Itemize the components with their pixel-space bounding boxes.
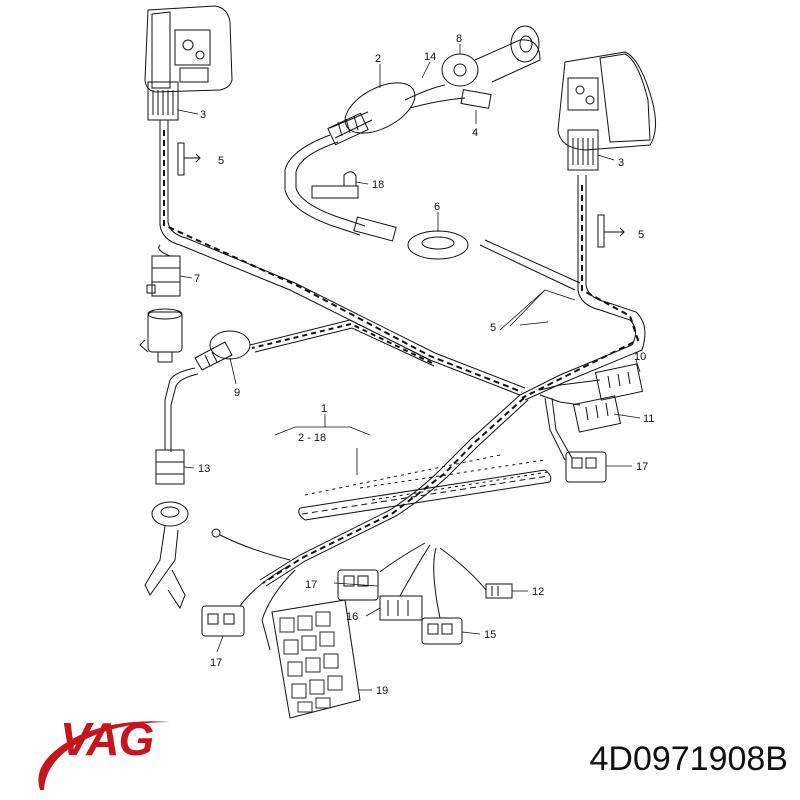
callout-17-right: 17 (636, 461, 648, 473)
callout-5-right: 5 (638, 229, 644, 241)
callout-17-left: 17 (210, 657, 222, 669)
main-harness (158, 120, 646, 587)
connector-17-lower (337, 569, 379, 601)
tail-lamp-right (557, 51, 656, 151)
connector-13 (155, 449, 185, 485)
ring-terminal (211, 528, 291, 561)
clip-5-left (177, 142, 201, 176)
callout-13: 13 (198, 463, 210, 475)
grommet-6 (407, 230, 469, 260)
callout-11: 11 (643, 413, 654, 425)
tail-lamp-left (144, 5, 233, 93)
sensor-7 (146, 255, 181, 297)
callout-12: 12 (532, 586, 544, 598)
vag-logo-text: VAG (60, 713, 154, 765)
cable-loop (284, 134, 581, 291)
callout-19: 19 (376, 685, 388, 697)
callout-15: 15 (484, 629, 496, 641)
callout-17-lower: 17 (305, 579, 317, 591)
callout-labels: 3 5 2 14 8 4 3 18 6 5 7 5 9 10 11 1 2 - … (194, 33, 654, 697)
connector-3-right (567, 129, 599, 171)
callout-7: 7 (194, 273, 200, 285)
grommet-2 (327, 82, 416, 146)
connector-16 (379, 595, 423, 621)
callout-10: 10 (634, 351, 646, 363)
callout-3-right: 3 (618, 157, 624, 169)
callout-1-range: 2 - 18 (298, 432, 326, 444)
harness-detail (298, 454, 552, 521)
switch-body (139, 308, 183, 363)
callout-5-left: 5 (218, 155, 224, 167)
callout-4: 4 (472, 127, 478, 139)
callout-1: 1 (321, 403, 327, 415)
callout-8: 8 (456, 33, 462, 45)
connector-15 (421, 617, 463, 645)
callout-2: 2 (375, 53, 381, 65)
connector-3-left (147, 81, 179, 121)
callout-14: 14 (424, 51, 436, 63)
callout-16: 16 (346, 611, 358, 623)
callout-9: 9 (234, 387, 240, 399)
clip-5-right (597, 214, 625, 248)
fuel-sender (144, 501, 189, 610)
leader-lines (177, 44, 641, 691)
callout-3-left: 3 (200, 109, 206, 121)
connector-12 (485, 583, 513, 599)
connector-11 (572, 395, 622, 433)
part-number: 4D0971908B (589, 740, 788, 778)
fuse-box-19 (271, 599, 361, 719)
connector-17-left (201, 605, 245, 637)
socket-8 (441, 25, 541, 87)
callout-18: 18 (372, 179, 384, 191)
callout-6: 6 (434, 201, 440, 213)
connector-4 (404, 84, 492, 109)
bulb-holder-9 (164, 330, 251, 452)
connector-10 (594, 363, 644, 401)
lower-wires (239, 542, 487, 651)
connector-17-right (565, 451, 607, 483)
callout-5-center: 5 (490, 322, 496, 334)
bracket-18 (311, 171, 359, 199)
